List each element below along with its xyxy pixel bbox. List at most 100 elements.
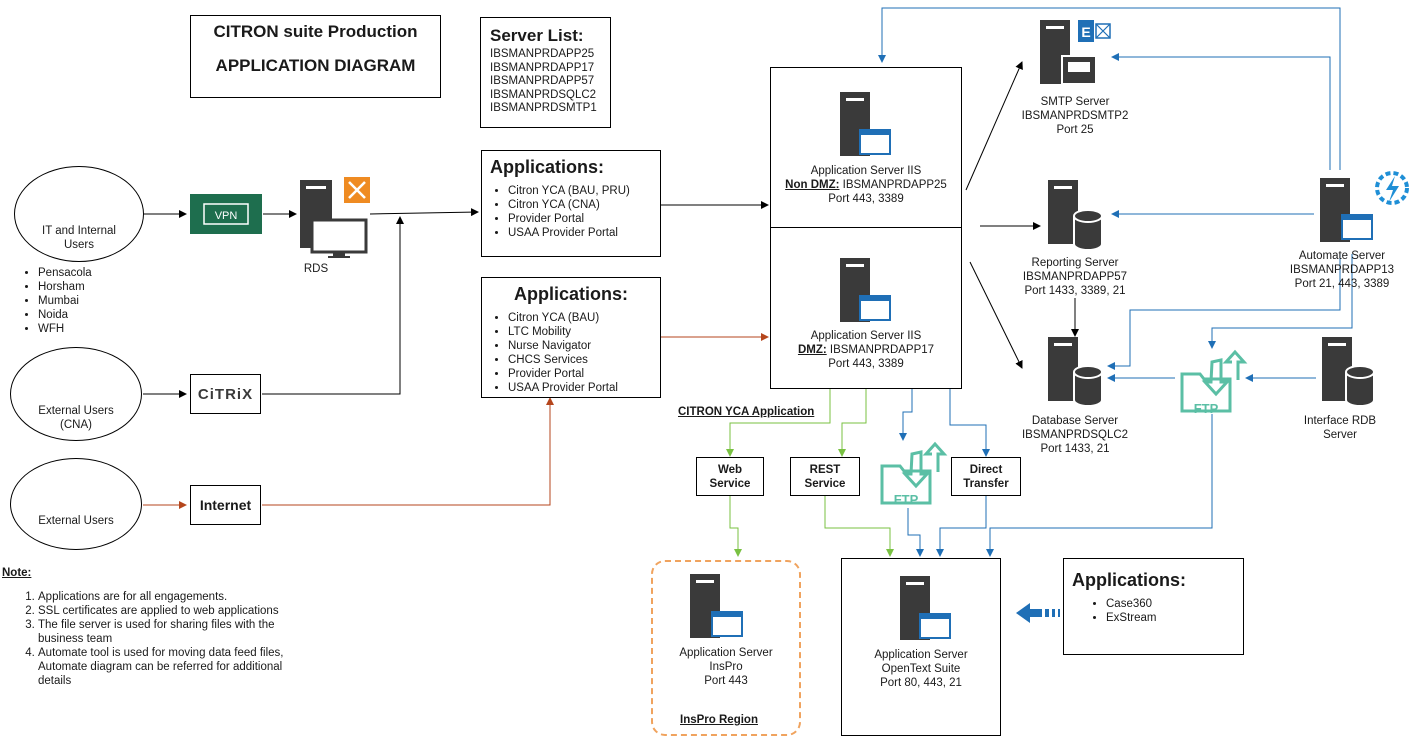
database-server-icon [1048, 337, 1103, 407]
location-list: Pensacola Horsham Mumbai Noida WFH [28, 266, 92, 336]
inspro-label: Application Server InsPro Port 443 [651, 646, 801, 688]
cna-users-line2: (CNA) [60, 419, 92, 431]
edge-iis-database [969, 261, 1023, 369]
edge-iis-smtp [965, 61, 1023, 191]
rest-service-node: REST Service [790, 457, 860, 496]
location-item: Pensacola [38, 266, 92, 280]
edge-rds-apps [369, 208, 479, 217]
server-list-item: IBSMANPRDSQLC2 [490, 88, 597, 101]
app-item: CHCS Services [508, 353, 660, 367]
opentext-node [841, 558, 1001, 736]
reporting-ports: Port 1433, 3389, 21 [1024, 285, 1126, 297]
interface-rdb-label: Interface RDB Server [1280, 414, 1400, 442]
edge-citrix-apps [262, 216, 404, 395]
smtp-ports: Port 25 [1056, 124, 1094, 136]
app-item: Provider Portal [508, 367, 660, 381]
iis-dmz-line1: Application Server IIS [810, 330, 922, 342]
location-item: Noida [38, 308, 92, 322]
web-service-line1: Web [717, 464, 743, 476]
apps-dmz-heading: Applications: [513, 284, 628, 304]
app-item: Citron YCA (CNA) [508, 198, 660, 212]
edge-automate-ftp [1208, 254, 1353, 349]
rds-label: RDS [303, 263, 329, 275]
title-line1: CITRON suite Production [213, 22, 418, 41]
opentext-line2: OpenText Suite [881, 663, 961, 675]
location-item: Horsham [38, 280, 92, 294]
server-list-item: IBSMANPRDSMTP1 [490, 102, 597, 114]
rds-icon [300, 177, 370, 258]
edge-webservice-inspro [729, 496, 742, 557]
rest-service-label: REST Service [791, 463, 859, 491]
edge-ftp-opentext [986, 414, 1213, 557]
edge-iis-ftp [899, 388, 913, 441]
external-users-node [10, 458, 142, 550]
internet-node: Internet [190, 485, 261, 525]
vpn-label: VPN [215, 210, 238, 222]
app-item: Citron YCA (BAU) [508, 311, 660, 325]
notes-heading: Note: [2, 567, 32, 579]
app-item: Nurse Navigator [508, 339, 660, 353]
citrix-logo: CiTRiX [197, 386, 254, 403]
smtp-label: SMTP Server IBSMANPRDSMTP2 Port 25 [1000, 95, 1150, 137]
inspro-line1: Application Server [679, 647, 773, 659]
direct-transfer-line2: Transfer [963, 478, 1009, 490]
direct-transfer-label: Direct Transfer [952, 463, 1020, 491]
internal-users-line1: IT and Internal [42, 225, 116, 237]
location-item: Mumbai [38, 294, 92, 308]
rest-service-line2: Service [804, 478, 846, 490]
ftp-label-2: FTP [894, 492, 919, 507]
apps-nondmz-box: Applications: Citron YCA (BAU, PRU) Citr… [481, 150, 661, 257]
citrix-node: CiTRiX [190, 374, 261, 414]
app-item: ExStream [1106, 611, 1243, 625]
citron-yca-label: CITRON YCA Application [678, 406, 815, 418]
direct-transfer-node: Direct Transfer [951, 457, 1021, 496]
apps-opentext-heading: Applications: [1072, 570, 1187, 590]
iis-dmz-line2: DMZ: IBSMANPRDAPP17 [770, 343, 962, 357]
cna-users-node [10, 347, 142, 441]
reporting-host: IBSMANPRDAPP57 [1022, 271, 1128, 283]
cna-users-label: External Users (CNA) [10, 404, 142, 432]
notes-list: Applications are for all engagements. SS… [10, 590, 308, 688]
iis-dmz-ports: Port 443, 3389 [828, 358, 904, 370]
app-item: USAA Provider Portal [508, 381, 660, 395]
location-item: WFH [38, 322, 92, 336]
internal-users-node [14, 166, 144, 262]
rest-service-line1: REST [809, 464, 841, 476]
reporting-line1: Reporting Server [1031, 257, 1119, 269]
apps-dmz-box: Applications: Citron YCA (BAU) LTC Mobil… [481, 277, 661, 398]
inspro-line2: InsPro [709, 661, 743, 673]
server-list-item: IBSMANPRDAPP57 [490, 75, 595, 87]
web-service-node: Web Service [696, 457, 764, 496]
iis-nondmz-zone: Non DMZ: [785, 179, 840, 191]
inspro-region [651, 560, 801, 736]
reporting-label: Reporting Server IBSMANPRDAPP57 Port 143… [1000, 256, 1150, 298]
iis-dmz-zone: DMZ: [797, 344, 827, 356]
internal-users-line2: Users [63, 239, 95, 251]
iis-nondmz-line2: Non DMZ: IBSMANPRDAPP25 [770, 178, 962, 192]
svg-text:E: E [1081, 24, 1090, 40]
opentext-line1: Application Server [874, 649, 968, 661]
edge-iis-direct-transfer [949, 388, 990, 457]
database-host: IBSMANPRDSQLC2 [1021, 429, 1129, 441]
ftp-label: FTP [1194, 401, 1219, 416]
feed-arrow [1016, 603, 1060, 623]
opentext-ports: Port 80, 443, 21 [880, 677, 962, 689]
web-service-label: Web Service [697, 463, 763, 491]
apps-nondmz-heading: Applications: [490, 157, 605, 177]
web-service-line2: Service [709, 478, 751, 490]
iis-nondmz-host: IBSMANPRDAPP25 [839, 179, 947, 191]
iis-container [770, 67, 962, 389]
apps-opentext-box: Applications: Case360 ExStream [1063, 558, 1244, 655]
inspro-region-label: InsPro Region [680, 714, 758, 726]
note-item: SSL certificates are applied to web appl… [38, 604, 308, 618]
iis-divider [770, 227, 962, 228]
interface-rdb-line2: Server [1323, 429, 1357, 441]
edge-automate-iis [878, 7, 1341, 170]
vpn-icon [190, 194, 262, 234]
database-label: Database Server IBSMANPRDSQLC2 Port 1433… [1000, 414, 1150, 456]
edge-iis-restservice [838, 388, 867, 457]
direct-transfer-line1: Direct [969, 464, 1003, 476]
inspro-ports: Port 443 [704, 675, 748, 687]
edge-iis-webservice [726, 388, 831, 457]
